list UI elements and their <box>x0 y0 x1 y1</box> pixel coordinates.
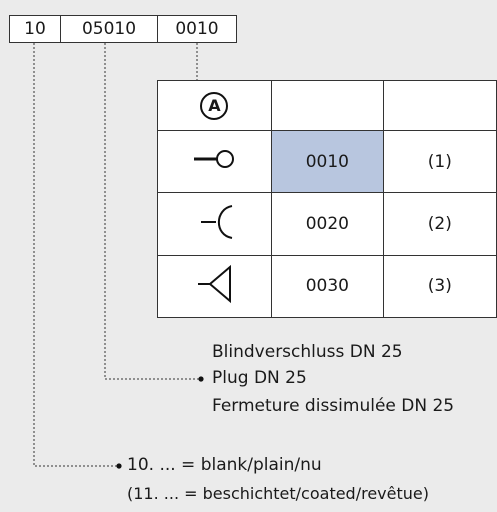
connector-first <box>33 43 118 467</box>
code-segment-first: 10 <box>9 15 61 43</box>
header-empty-cell <box>270 79 384 132</box>
table-header-row: A <box>157 79 497 132</box>
ref-cell: (3) <box>382 254 497 319</box>
header-symbol-cell: A <box>157 79 272 132</box>
table-row: 0030 (3) <box>157 254 497 319</box>
code-cell: 0030 <box>270 254 384 319</box>
desc-mid-de: Blindverschluss DN 25 <box>212 342 403 362</box>
desc-first-main: 10. ... = blank/plain/nu <box>127 455 322 475</box>
symbol-cell <box>157 130 272 194</box>
desc-mid-fr: Fermeture dissimulée DN 25 <box>212 396 455 416</box>
ref-cell: (2) <box>382 192 497 256</box>
code-segment-last: 0010 <box>157 15 237 43</box>
connector-middle-dot <box>198 376 204 382</box>
options-table: A 0010 (1) 0020 (2) 0 <box>157 79 497 319</box>
symbol-cell <box>157 254 272 319</box>
ref-cell: (1) <box>382 130 497 194</box>
code-cell: 0010 <box>270 130 384 194</box>
table-row: 0010 (1) <box>157 130 497 194</box>
header-empty-cell <box>382 79 497 132</box>
desc-first-note: (11. ... = beschichtet/coated/revêtue) <box>127 484 429 503</box>
desc-mid-en: Plug DN 25 <box>212 368 307 388</box>
table-row: 0020 (2) <box>157 192 497 256</box>
connector-middle <box>104 43 200 380</box>
cup-end-icon <box>201 204 233 239</box>
code-cell: 0020 <box>270 192 384 256</box>
connector-first-dot <box>116 463 122 469</box>
circled-a-label: A <box>200 91 229 120</box>
plug-end-icon <box>194 150 235 169</box>
code-segment-middle: 05010 <box>60 15 158 43</box>
cone-end-icon <box>198 264 232 304</box>
symbol-cell <box>157 192 272 256</box>
